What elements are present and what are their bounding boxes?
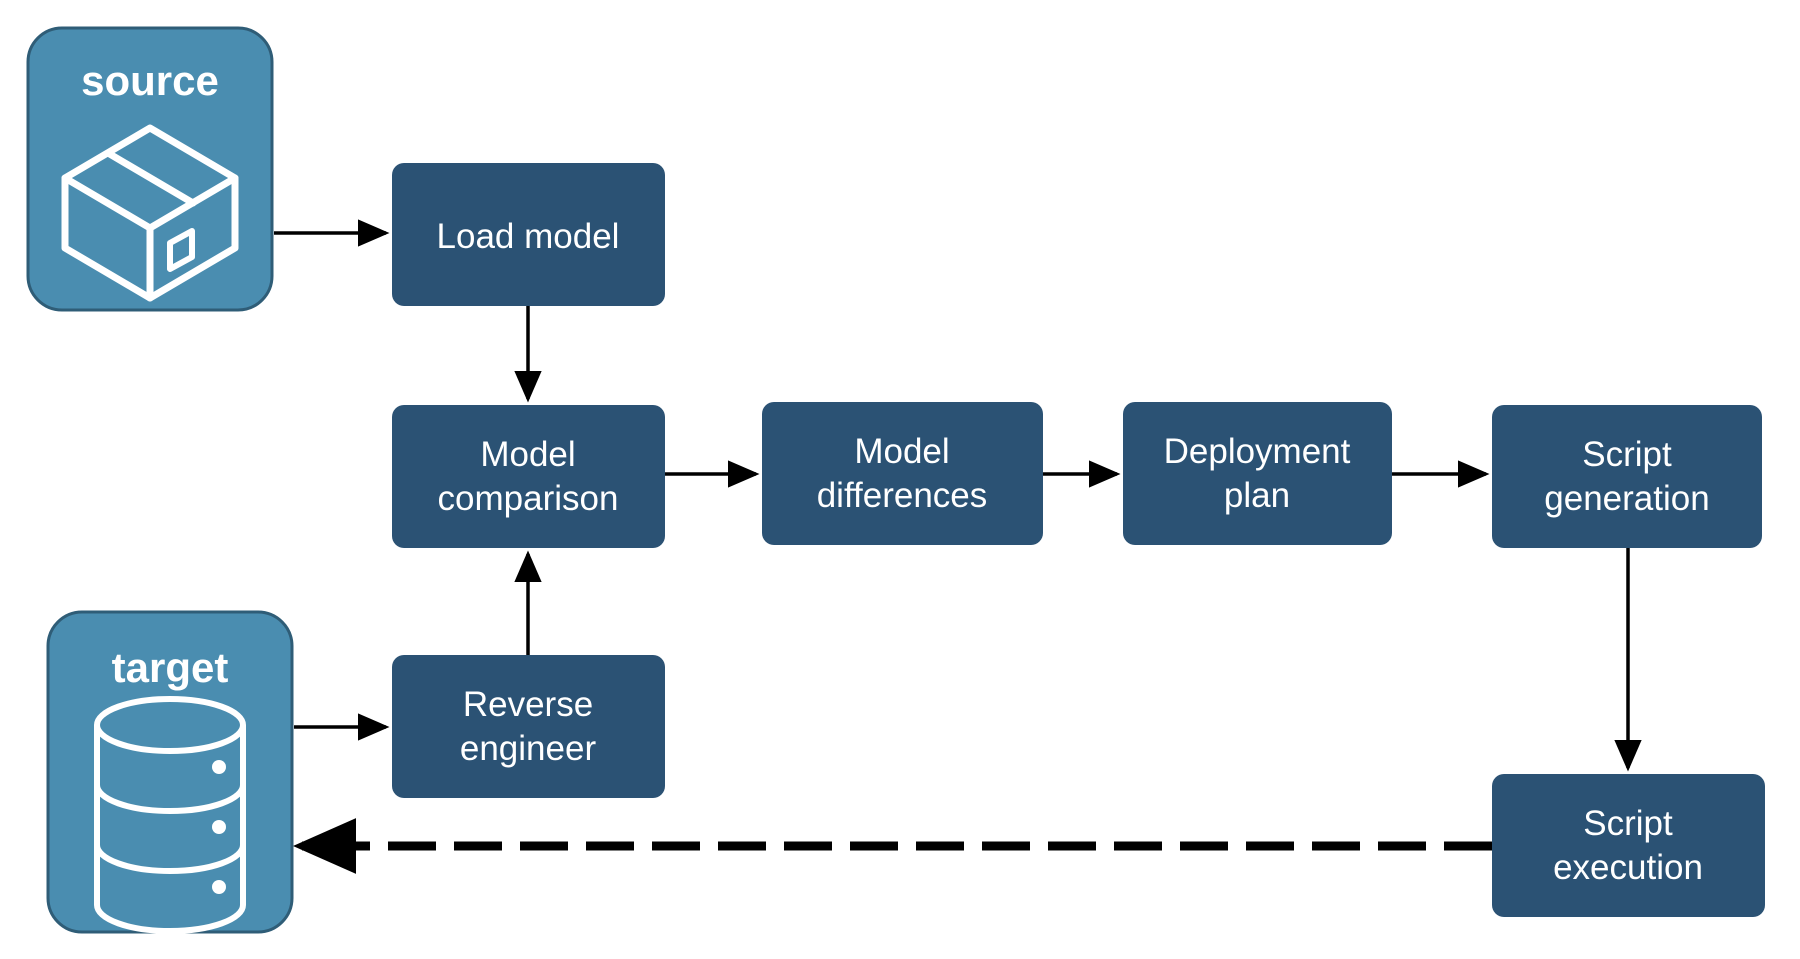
endpoint-target[interactable]: target xyxy=(46,610,294,934)
endpoint-target-label: target xyxy=(112,644,229,691)
process-model-comparison-label-line1: Model xyxy=(480,435,575,474)
process-deployment-plan-label-line1: Deployment xyxy=(1164,432,1351,471)
connections-layer xyxy=(274,219,1642,874)
process-model-differences[interactable]: Model differences xyxy=(762,402,1043,545)
process-deployment-plan[interactable]: Deployment plan xyxy=(1123,402,1392,545)
process-script-generation-label-line2: generation xyxy=(1544,479,1709,518)
package-box-icon xyxy=(61,124,239,302)
process-reverse-engineer-box[interactable] xyxy=(392,655,665,798)
process-reverse-engineer[interactable]: Reverse engineer xyxy=(392,655,665,798)
process-model-differences-label-line1: Model xyxy=(854,432,949,471)
process-model-differences-box[interactable] xyxy=(762,402,1043,545)
process-load-model-box[interactable] xyxy=(392,163,665,306)
process-model-comparison[interactable]: Model comparison xyxy=(392,405,665,548)
database-cylinder-icon xyxy=(94,696,246,934)
process-script-generation-box[interactable] xyxy=(1492,405,1762,548)
process-script-execution[interactable]: Script execution xyxy=(1492,774,1765,917)
process-script-generation[interactable]: Script generation xyxy=(1492,405,1762,548)
process-script-generation-label-line1: Script xyxy=(1582,435,1672,474)
process-reverse-engineer-label-line1: Reverse xyxy=(463,685,593,724)
process-model-comparison-box[interactable] xyxy=(392,405,665,548)
process-script-execution-label-line2: execution xyxy=(1553,848,1703,887)
endpoint-source-label: source xyxy=(81,57,219,104)
process-script-execution-label-line1: Script xyxy=(1583,804,1673,843)
process-load-model[interactable]: Load model xyxy=(392,163,665,306)
endpoint-source-card[interactable] xyxy=(26,26,274,312)
process-load-model-label: Load model xyxy=(437,217,620,256)
endpoint-source[interactable]: source xyxy=(26,26,274,312)
process-deployment-plan-box[interactable] xyxy=(1123,402,1392,545)
process-deployment-plan-label-line2: plan xyxy=(1224,476,1290,515)
process-model-differences-label-line2: differences xyxy=(817,476,988,515)
process-model-comparison-label-line2: comparison xyxy=(438,479,619,518)
process-script-execution-box[interactable] xyxy=(1492,774,1765,917)
process-reverse-engineer-label-line2: engineer xyxy=(460,729,597,768)
